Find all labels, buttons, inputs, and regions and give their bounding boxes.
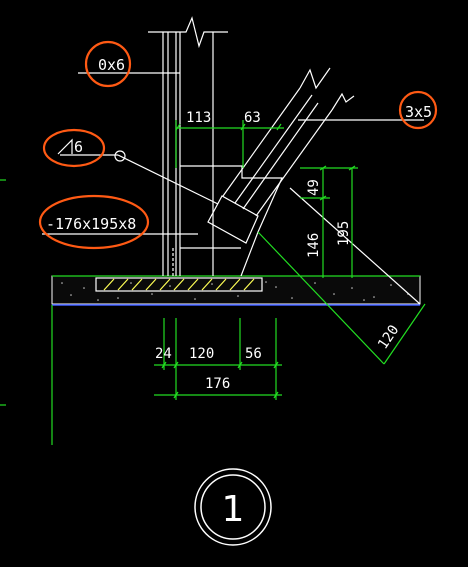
weld-symbol: [57, 138, 73, 155]
embedded-base-plate: [95, 277, 263, 292]
dim-top-b: 63: [244, 110, 261, 126]
detail-number-bubble: [194, 468, 272, 546]
weld-symbol-size: 6: [74, 138, 83, 156]
weld-label-top: 0x6: [98, 56, 125, 74]
highlight-marks: [38, 40, 438, 250]
gusset-plate: [180, 165, 283, 277]
dim-bottom-total: 176: [205, 376, 230, 392]
detail-number: 1: [222, 489, 245, 530]
weld-label-right: 3x5: [405, 103, 432, 121]
inclined-brace: [207, 67, 355, 244]
dim-top-a: 113: [186, 110, 211, 126]
dim-right-total: 195: [336, 221, 352, 246]
concrete-slab: [51, 275, 421, 305]
dimension-lines: [0, 120, 426, 406]
dim-bottom-b: 120: [189, 346, 214, 362]
dim-bottom-a: 24: [155, 346, 172, 362]
dim-bottom-c: 56: [245, 346, 262, 362]
dim-right-b: 146: [306, 233, 322, 258]
plate-label: -176x195x8: [46, 215, 136, 233]
dim-right-a: 49: [306, 179, 322, 196]
brace-centerline: [289, 187, 421, 305]
